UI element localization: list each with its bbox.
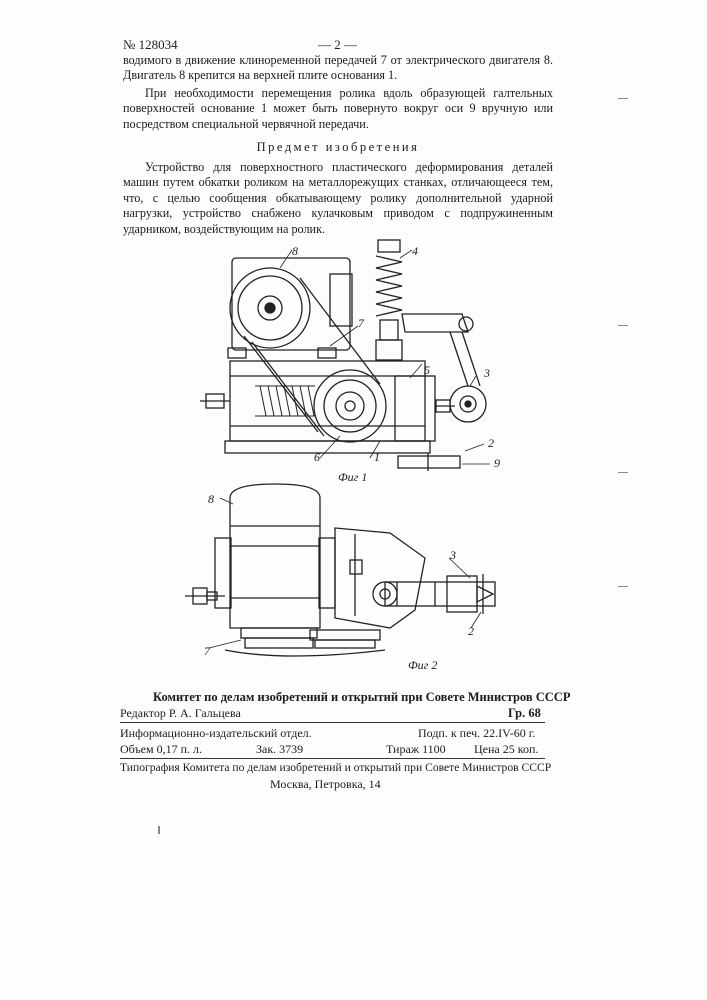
fig1-label-1: 1 [374,450,380,465]
claim-paragraph: Устройство для поверхностного пластическ… [123,160,553,237]
body-paragraph-1: водимого в движение клиноременной переда… [123,53,553,84]
fig1-label-2: 2 [488,436,494,451]
scan-mark [618,325,628,326]
page-number: — 2 — [318,37,357,53]
editor-name: Редактор Р. А. Гальцева [120,706,241,721]
fig2-label-2: 2 [468,624,474,639]
fig1-label-3: 3 [484,366,490,381]
fig1-label-4: 4 [412,244,418,259]
scan-mark [618,98,628,99]
fig2-label-8: 8 [208,492,214,507]
footer-rule-2 [120,758,545,759]
committee-title: Комитет по делам изобретений и открытий … [153,690,570,705]
order-number: Зак. 3739 [256,742,303,757]
fig2-caption: Фиг 2 [408,658,437,673]
circulation: Тираж 1100 [386,742,446,757]
price: Цена 25 коп. [474,742,538,757]
fig1-label-6: 6 [314,450,320,465]
printing-house: Типография Комитета по делам изобретений… [120,761,551,774]
printing-address: Москва, Петровка, 14 [270,777,381,792]
fig1-label-9: 9 [494,456,500,471]
fig1-label-7: 7 [358,316,364,331]
fig1-label-8: 8 [292,244,298,259]
publishing-department: Информационно-издательский отдел. [120,726,312,741]
scan-mark [618,586,628,587]
figure-2-drawing [185,478,505,673]
scan-mark [618,472,628,473]
fig1-label-5: 5 [424,363,430,378]
section-title: Предмет изобретения [123,140,553,155]
group-number: Гр. 68 [508,706,541,721]
body-paragraph-2: При необходимости перемещения ролика вдо… [123,86,553,132]
footer-rule-1 [120,722,545,723]
fig2-label-7: 7 [204,644,210,659]
scan-mark [158,826,160,834]
volume: Объем 0,17 п. л. [120,742,202,757]
fig2-label-3: 3 [450,548,456,563]
signed-date: Подп. к печ. 22.IV-60 г. [418,726,535,741]
figure-1-drawing [200,236,500,481]
patent-number: № 128034 [123,37,178,53]
